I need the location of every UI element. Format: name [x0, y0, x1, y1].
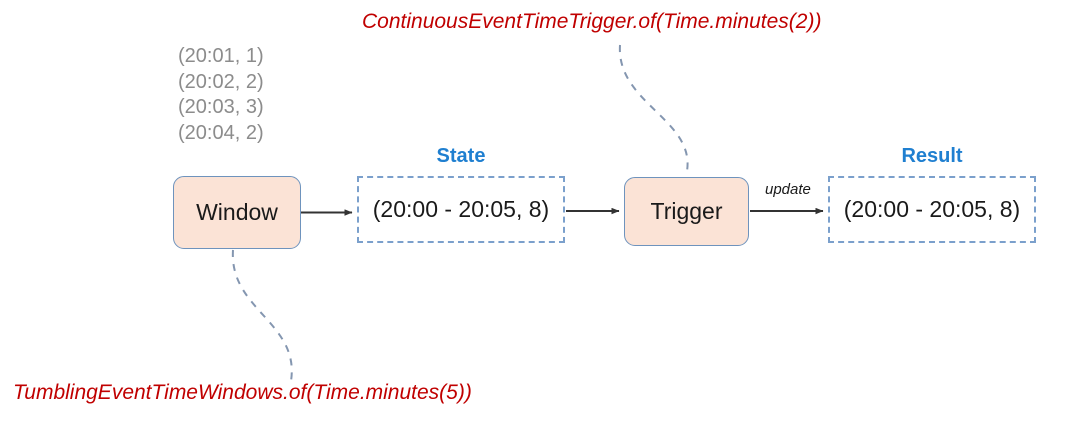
list-item: (20:02, 2) [178, 70, 264, 93]
connector-window-annotation [231, 249, 293, 382]
list-item: (20:04, 2) [178, 121, 264, 144]
state-box: (20:00 - 20:05, 8) [357, 176, 565, 243]
trigger-node[interactable]: Trigger [624, 177, 749, 246]
window-node[interactable]: Window [173, 176, 301, 249]
window-node-label: Window [196, 199, 278, 225]
result-value: (20:00 - 20:05, 8) [843, 196, 1021, 222]
input-events-list: (20:01, 1) (20:02, 2) (20:03, 3) (20:04,… [178, 44, 264, 146]
connector-trigger-annotation [618, 44, 689, 177]
list-item: (20:01, 1) [178, 45, 264, 67]
trigger-node-label: Trigger [650, 198, 723, 224]
result-box: (20:00 - 20:05, 8) [828, 176, 1036, 243]
list-item: (20:03, 3) [178, 96, 264, 118]
trigger-code-annotation: ContinuousEventTimeTrigger.of(Time.minut… [362, 10, 822, 33]
update-edge-label: update [765, 181, 811, 198]
window-code-annotation: TumblingEventTimeWindows.of(Time.minutes… [13, 381, 472, 404]
state-caption: State [436, 145, 486, 167]
state-value: (20:00 - 20:05, 8) [372, 196, 550, 222]
result-caption: Result [901, 145, 963, 167]
